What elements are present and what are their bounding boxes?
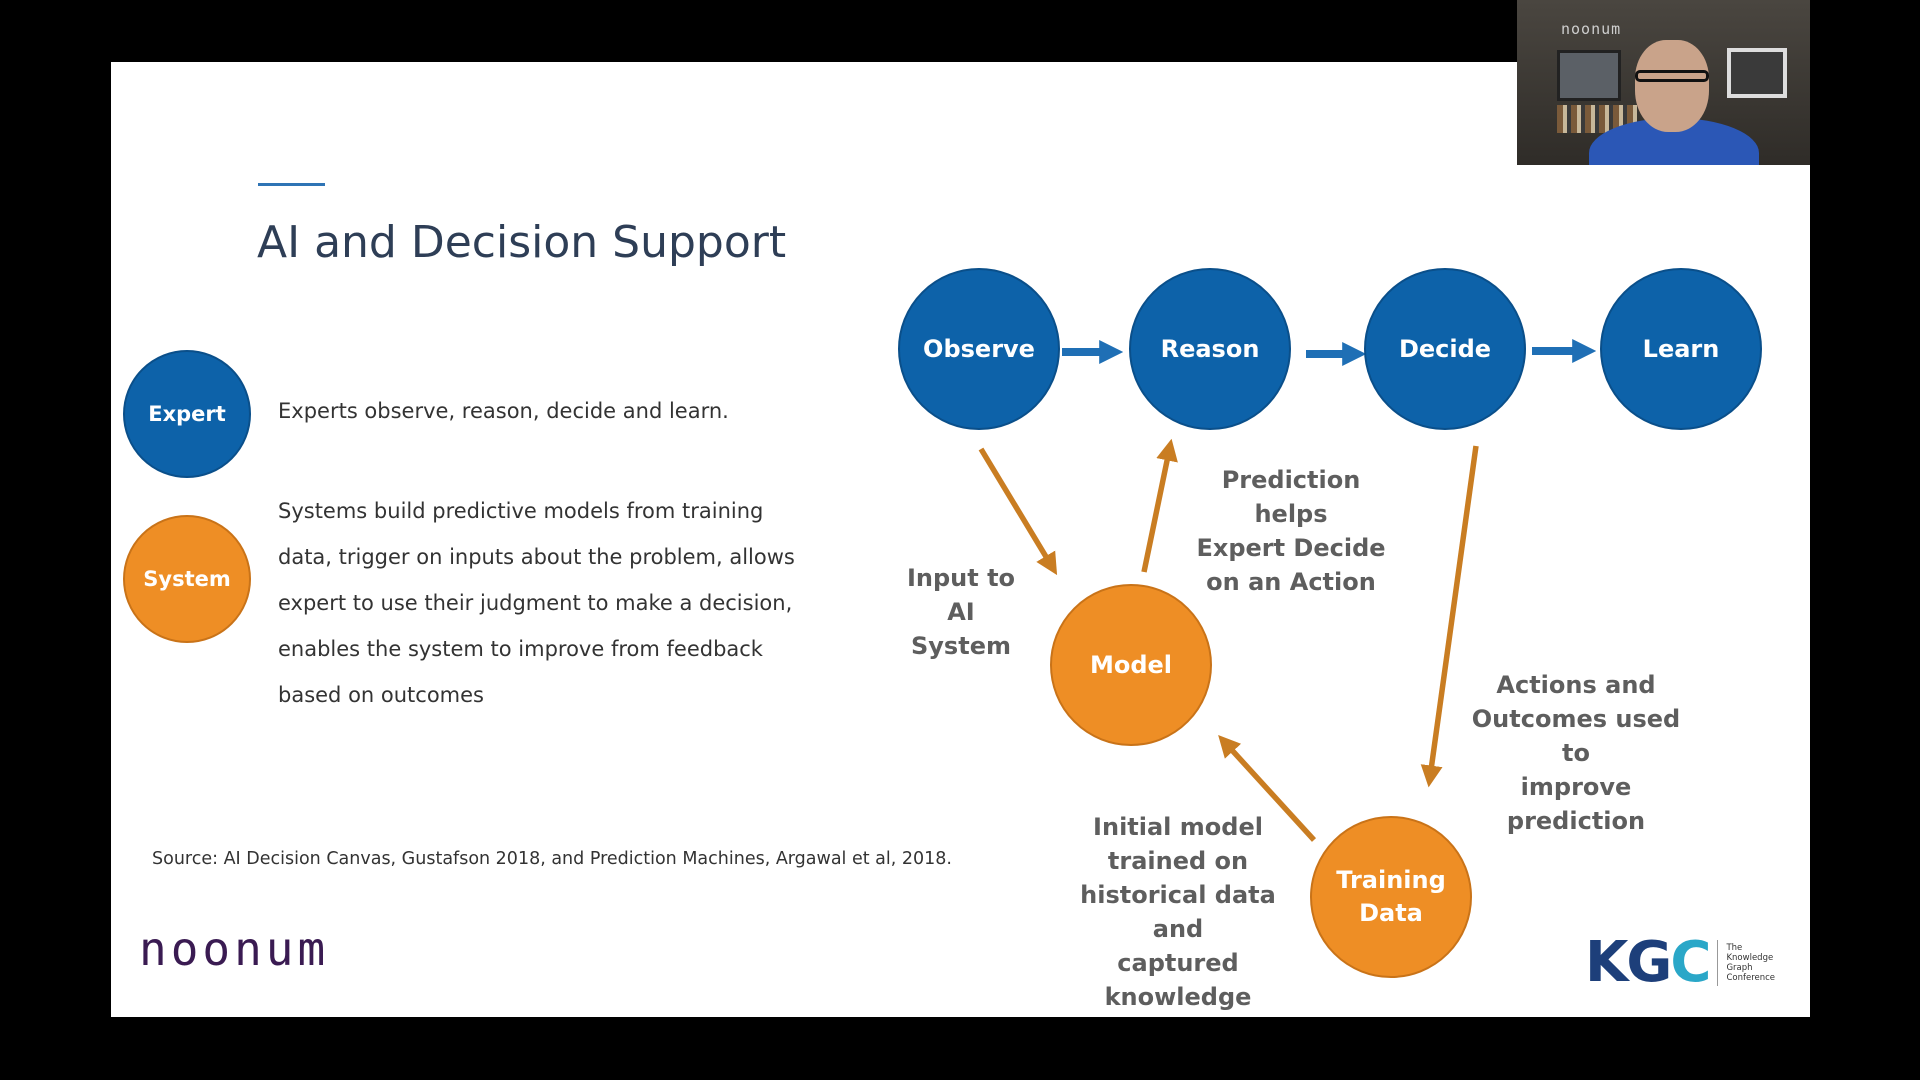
annotation-line: Actions and <box>1496 671 1656 699</box>
annotation-line: Input to <box>906 564 1016 592</box>
kgc-separator <box>1717 939 1719 986</box>
kgc-letters-c: C <box>1670 930 1711 995</box>
source-citation: Source: AI Decision Canvas, Gustafson 20… <box>152 849 952 869</box>
legend-system-circle: System <box>123 515 251 643</box>
node-training-data: Training Data <box>1310 816 1472 978</box>
legend-expert-description: Experts observe, reason, decide and lear… <box>278 399 729 423</box>
kgc-subtitle: The Knowledge Graph Conference <box>1726 943 1775 983</box>
annotation-prediction-helps: Prediction helps Expert Decide on an Act… <box>1186 463 1396 599</box>
kgc-letters: KGC <box>1585 930 1711 995</box>
annotation-line: Outcomes used to <box>1471 705 1681 767</box>
noonum-logo: noonum <box>139 922 330 976</box>
node-model: Model <box>1050 584 1212 746</box>
annotation-line: improve prediction <box>1506 773 1646 835</box>
annotation-line: knowledge <box>1104 983 1252 1011</box>
arrow-observe-to-model <box>978 447 1058 576</box>
annotation-line: on an Action <box>1206 568 1376 596</box>
webcam-wall-frame <box>1557 50 1621 101</box>
webcam-person-head <box>1635 40 1709 132</box>
annotation-actions-outcomes: Actions and Outcomes used to improve pre… <box>1456 668 1696 838</box>
annotation-input-to-ai: Input to AI System <box>891 561 1031 663</box>
annotation-line: Prediction helps <box>1221 466 1361 528</box>
arrow-model-to-reason <box>1141 438 1178 573</box>
node-decide: Decide <box>1364 268 1526 430</box>
slide-title: AI and Decision Support <box>257 217 787 268</box>
arrow-training-data-to-model <box>1218 735 1317 842</box>
kgc-subtitle-line: Conference <box>1726 972 1776 983</box>
arrow-decide-to-training-data <box>1420 445 1479 788</box>
annotation-line: System <box>911 632 1011 660</box>
annotation-line: AI <box>947 598 975 626</box>
node-training-data-line: Training <box>1336 866 1446 894</box>
annotation-line: Initial model <box>1093 813 1263 841</box>
annotation-initial-model: Initial model trained on historical data… <box>1051 810 1305 1014</box>
kgc-letters-kg: KG <box>1585 930 1672 995</box>
kgc-subtitle-line: Knowledge <box>1726 952 1774 963</box>
node-reason: Reason <box>1129 268 1291 430</box>
webcam-person-glasses <box>1635 70 1709 82</box>
slide: AI and Decision Support Expert Experts o… <box>111 62 1810 1017</box>
webcam-wall-logo: noonum <box>1561 20 1622 38</box>
diagram-arrows <box>978 339 1597 842</box>
kgc-subtitle-line: Graph <box>1726 962 1753 973</box>
node-training-data-line: Data <box>1359 899 1423 927</box>
webcam-video-overlay: noonum <box>1517 0 1810 165</box>
annotation-line: trained on <box>1107 847 1249 875</box>
node-observe: Observe <box>898 268 1060 430</box>
annotation-line: Expert Decide <box>1196 534 1386 562</box>
kgc-logo: KGC The Knowledge Graph Conference <box>1585 930 1775 995</box>
legend-system-description: Systems build predictive models from tra… <box>278 499 795 707</box>
annotation-line: historical data and <box>1080 881 1276 943</box>
title-accent-line <box>258 183 325 186</box>
legend-expert-circle: Expert <box>123 350 251 478</box>
kgc-subtitle-line: The <box>1726 942 1743 953</box>
annotation-line: captured <box>1117 949 1239 977</box>
webcam-wall-frame <box>1727 48 1787 98</box>
node-learn: Learn <box>1600 268 1762 430</box>
